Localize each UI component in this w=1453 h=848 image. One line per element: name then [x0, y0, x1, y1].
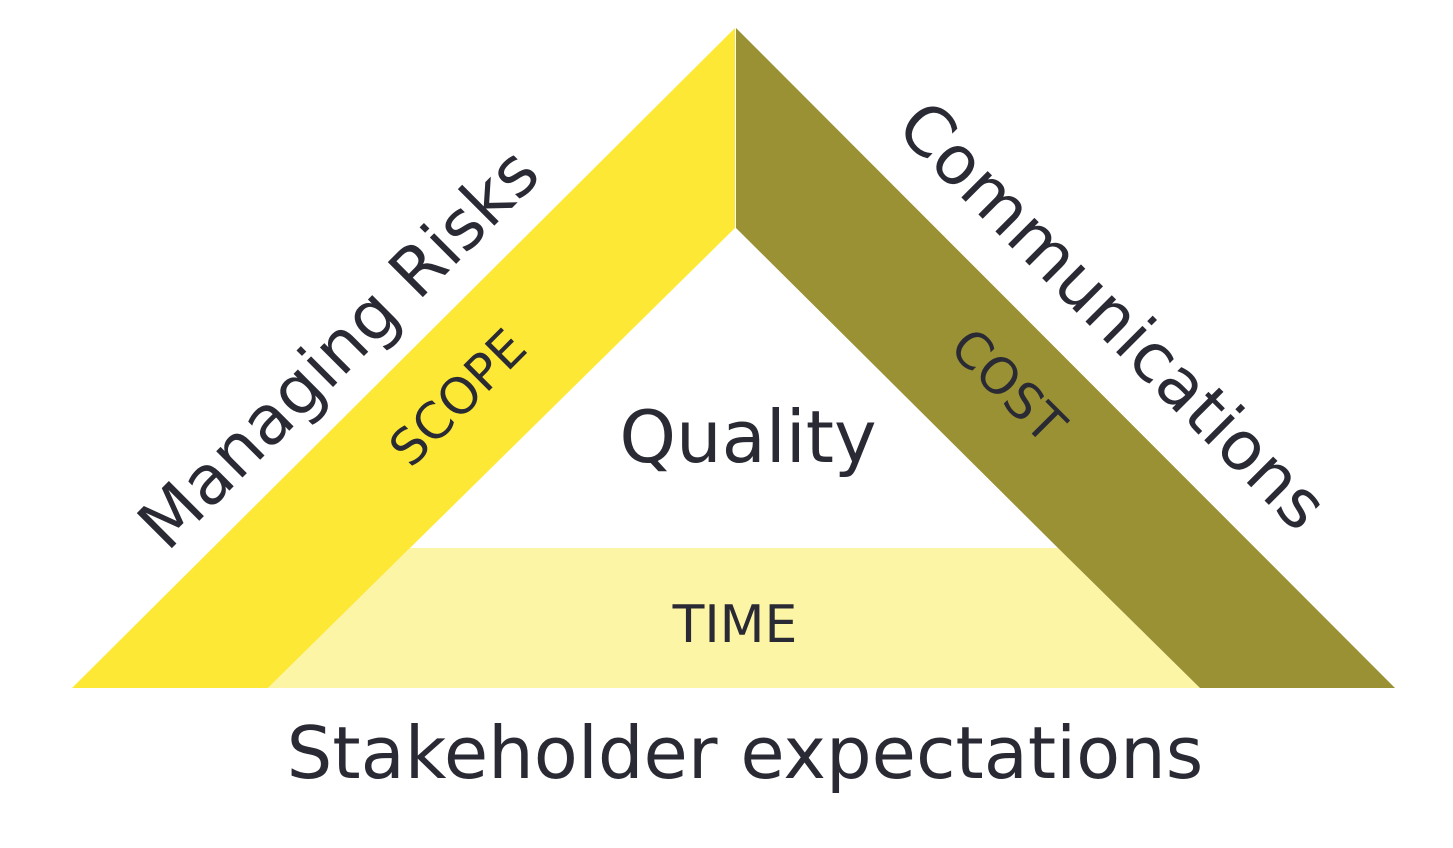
time-label: TIME — [672, 595, 798, 655]
time-band — [268, 548, 1200, 688]
stakeholder-expectations-label: Stakeholder expectations — [287, 711, 1204, 795]
scope-band — [72, 28, 735, 688]
cost-band — [736, 28, 1395, 688]
quality-label: Quality — [619, 395, 876, 479]
